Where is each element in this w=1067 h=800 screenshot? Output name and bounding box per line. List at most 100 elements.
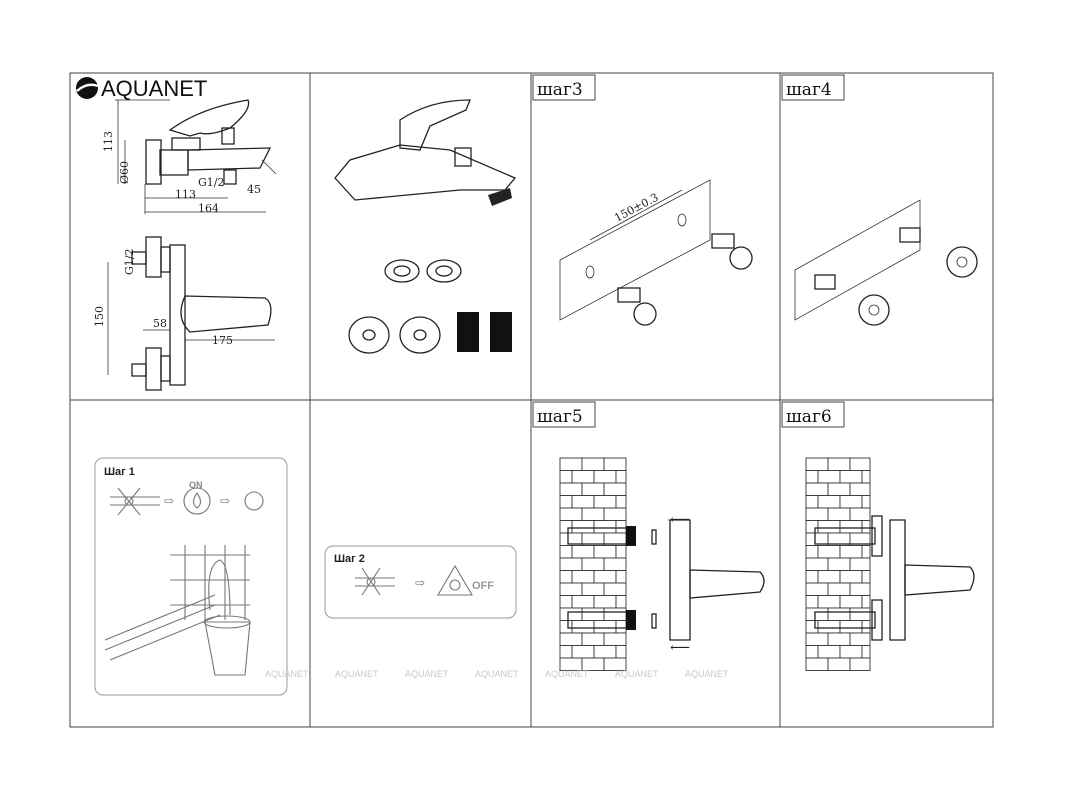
brick xyxy=(615,520,627,534)
brick xyxy=(849,632,871,646)
brick xyxy=(603,557,627,571)
watermark: AQUANET xyxy=(335,669,379,679)
brick xyxy=(817,545,841,559)
brick xyxy=(603,507,627,521)
brick xyxy=(805,620,819,634)
brick xyxy=(571,520,595,534)
brick xyxy=(827,632,851,646)
watermark: AQUANET xyxy=(265,669,309,679)
arrow-right-icon: ⇨ xyxy=(164,494,174,508)
arrow-right-icon: ⇨ xyxy=(415,576,425,590)
watermark: AQUANET xyxy=(615,669,659,679)
brick xyxy=(805,470,819,484)
brick xyxy=(861,545,871,559)
brick xyxy=(559,545,573,559)
brick xyxy=(839,520,863,534)
aquanet-logo: AQUANET xyxy=(76,76,207,101)
brick xyxy=(861,495,871,509)
brick xyxy=(603,482,627,496)
brick xyxy=(593,595,617,609)
brick xyxy=(571,545,595,559)
top-view-drawing: 113 Ø60 G1/2 113 164 45 xyxy=(102,99,277,215)
valve-close-icon xyxy=(355,567,395,596)
brick xyxy=(593,495,617,509)
brick xyxy=(559,620,573,634)
brick xyxy=(849,657,871,671)
off-label: OFF xyxy=(472,580,494,592)
brick xyxy=(805,457,829,471)
arrow-right-icon: ⇨ xyxy=(220,494,230,508)
brick xyxy=(839,470,863,484)
valve-open-icon xyxy=(110,487,160,516)
watermark: AQUANET xyxy=(545,669,589,679)
brick xyxy=(849,607,871,621)
brick xyxy=(805,570,819,584)
brick xyxy=(581,507,605,521)
logo-mark-icon xyxy=(76,77,98,99)
brick xyxy=(615,495,627,509)
brick xyxy=(827,657,851,671)
brick xyxy=(571,570,595,584)
step3-label: шаг3 xyxy=(537,80,583,100)
flush-step2-card: Шаг 2 ⇨ OFF xyxy=(324,545,517,619)
brick xyxy=(861,570,871,584)
brick xyxy=(571,470,595,484)
dim-height-113: 113 xyxy=(102,131,115,152)
step5-panel: шаг5 ⟵ ⟵ xyxy=(532,401,765,671)
brick xyxy=(827,607,851,621)
brick xyxy=(805,545,819,559)
brick xyxy=(839,545,863,559)
brick-wall xyxy=(559,457,627,671)
brick xyxy=(603,457,627,471)
timer-icon xyxy=(244,491,264,511)
brick xyxy=(571,620,595,634)
brick xyxy=(827,507,851,521)
brick xyxy=(559,570,573,584)
dim-angle: 45 xyxy=(247,183,261,196)
water-drop-icon xyxy=(183,487,211,515)
brick xyxy=(827,582,851,596)
warning-icon xyxy=(437,564,473,596)
brick xyxy=(817,595,841,609)
brick xyxy=(839,570,863,584)
brick xyxy=(805,482,829,496)
washer-icon xyxy=(426,259,462,283)
front-view-drawing: G1/2 150 58 175 xyxy=(93,236,275,391)
brick xyxy=(839,595,863,609)
brick xyxy=(559,482,583,496)
brick xyxy=(805,557,829,571)
step1-title: Шаг 1 xyxy=(104,466,135,478)
brick xyxy=(849,507,871,521)
brick xyxy=(839,620,863,634)
brick xyxy=(571,595,595,609)
brick xyxy=(559,632,583,646)
brick xyxy=(581,482,605,496)
washer-icon xyxy=(384,259,420,283)
eccentric-connector-icon xyxy=(490,312,512,352)
brick xyxy=(615,570,627,584)
brand-name: AQUANET xyxy=(101,76,207,101)
watermark-row: AQUANET AQUANET AQUANET AQUANET AQUANET … xyxy=(265,669,729,679)
brick xyxy=(603,657,627,671)
brick xyxy=(581,632,605,646)
step2-title: Шаг 2 xyxy=(334,553,365,565)
dim-diameter: Ø60 xyxy=(118,161,131,184)
brick xyxy=(817,645,841,659)
flush-step1-card: Шаг 1 ⇨ ON ⇨ xyxy=(94,457,288,696)
brick xyxy=(593,645,617,659)
brick xyxy=(559,507,583,521)
brick xyxy=(805,632,829,646)
brick xyxy=(849,557,871,571)
brick xyxy=(817,470,841,484)
brick xyxy=(559,520,573,534)
brick xyxy=(593,470,617,484)
dim-thread-front: G1/2 xyxy=(123,249,136,276)
brick xyxy=(805,520,819,534)
brick xyxy=(593,520,617,534)
brick xyxy=(571,645,595,659)
brick xyxy=(849,582,871,596)
brick xyxy=(817,620,841,634)
brick xyxy=(559,470,573,484)
escutcheon-icon xyxy=(399,316,441,354)
